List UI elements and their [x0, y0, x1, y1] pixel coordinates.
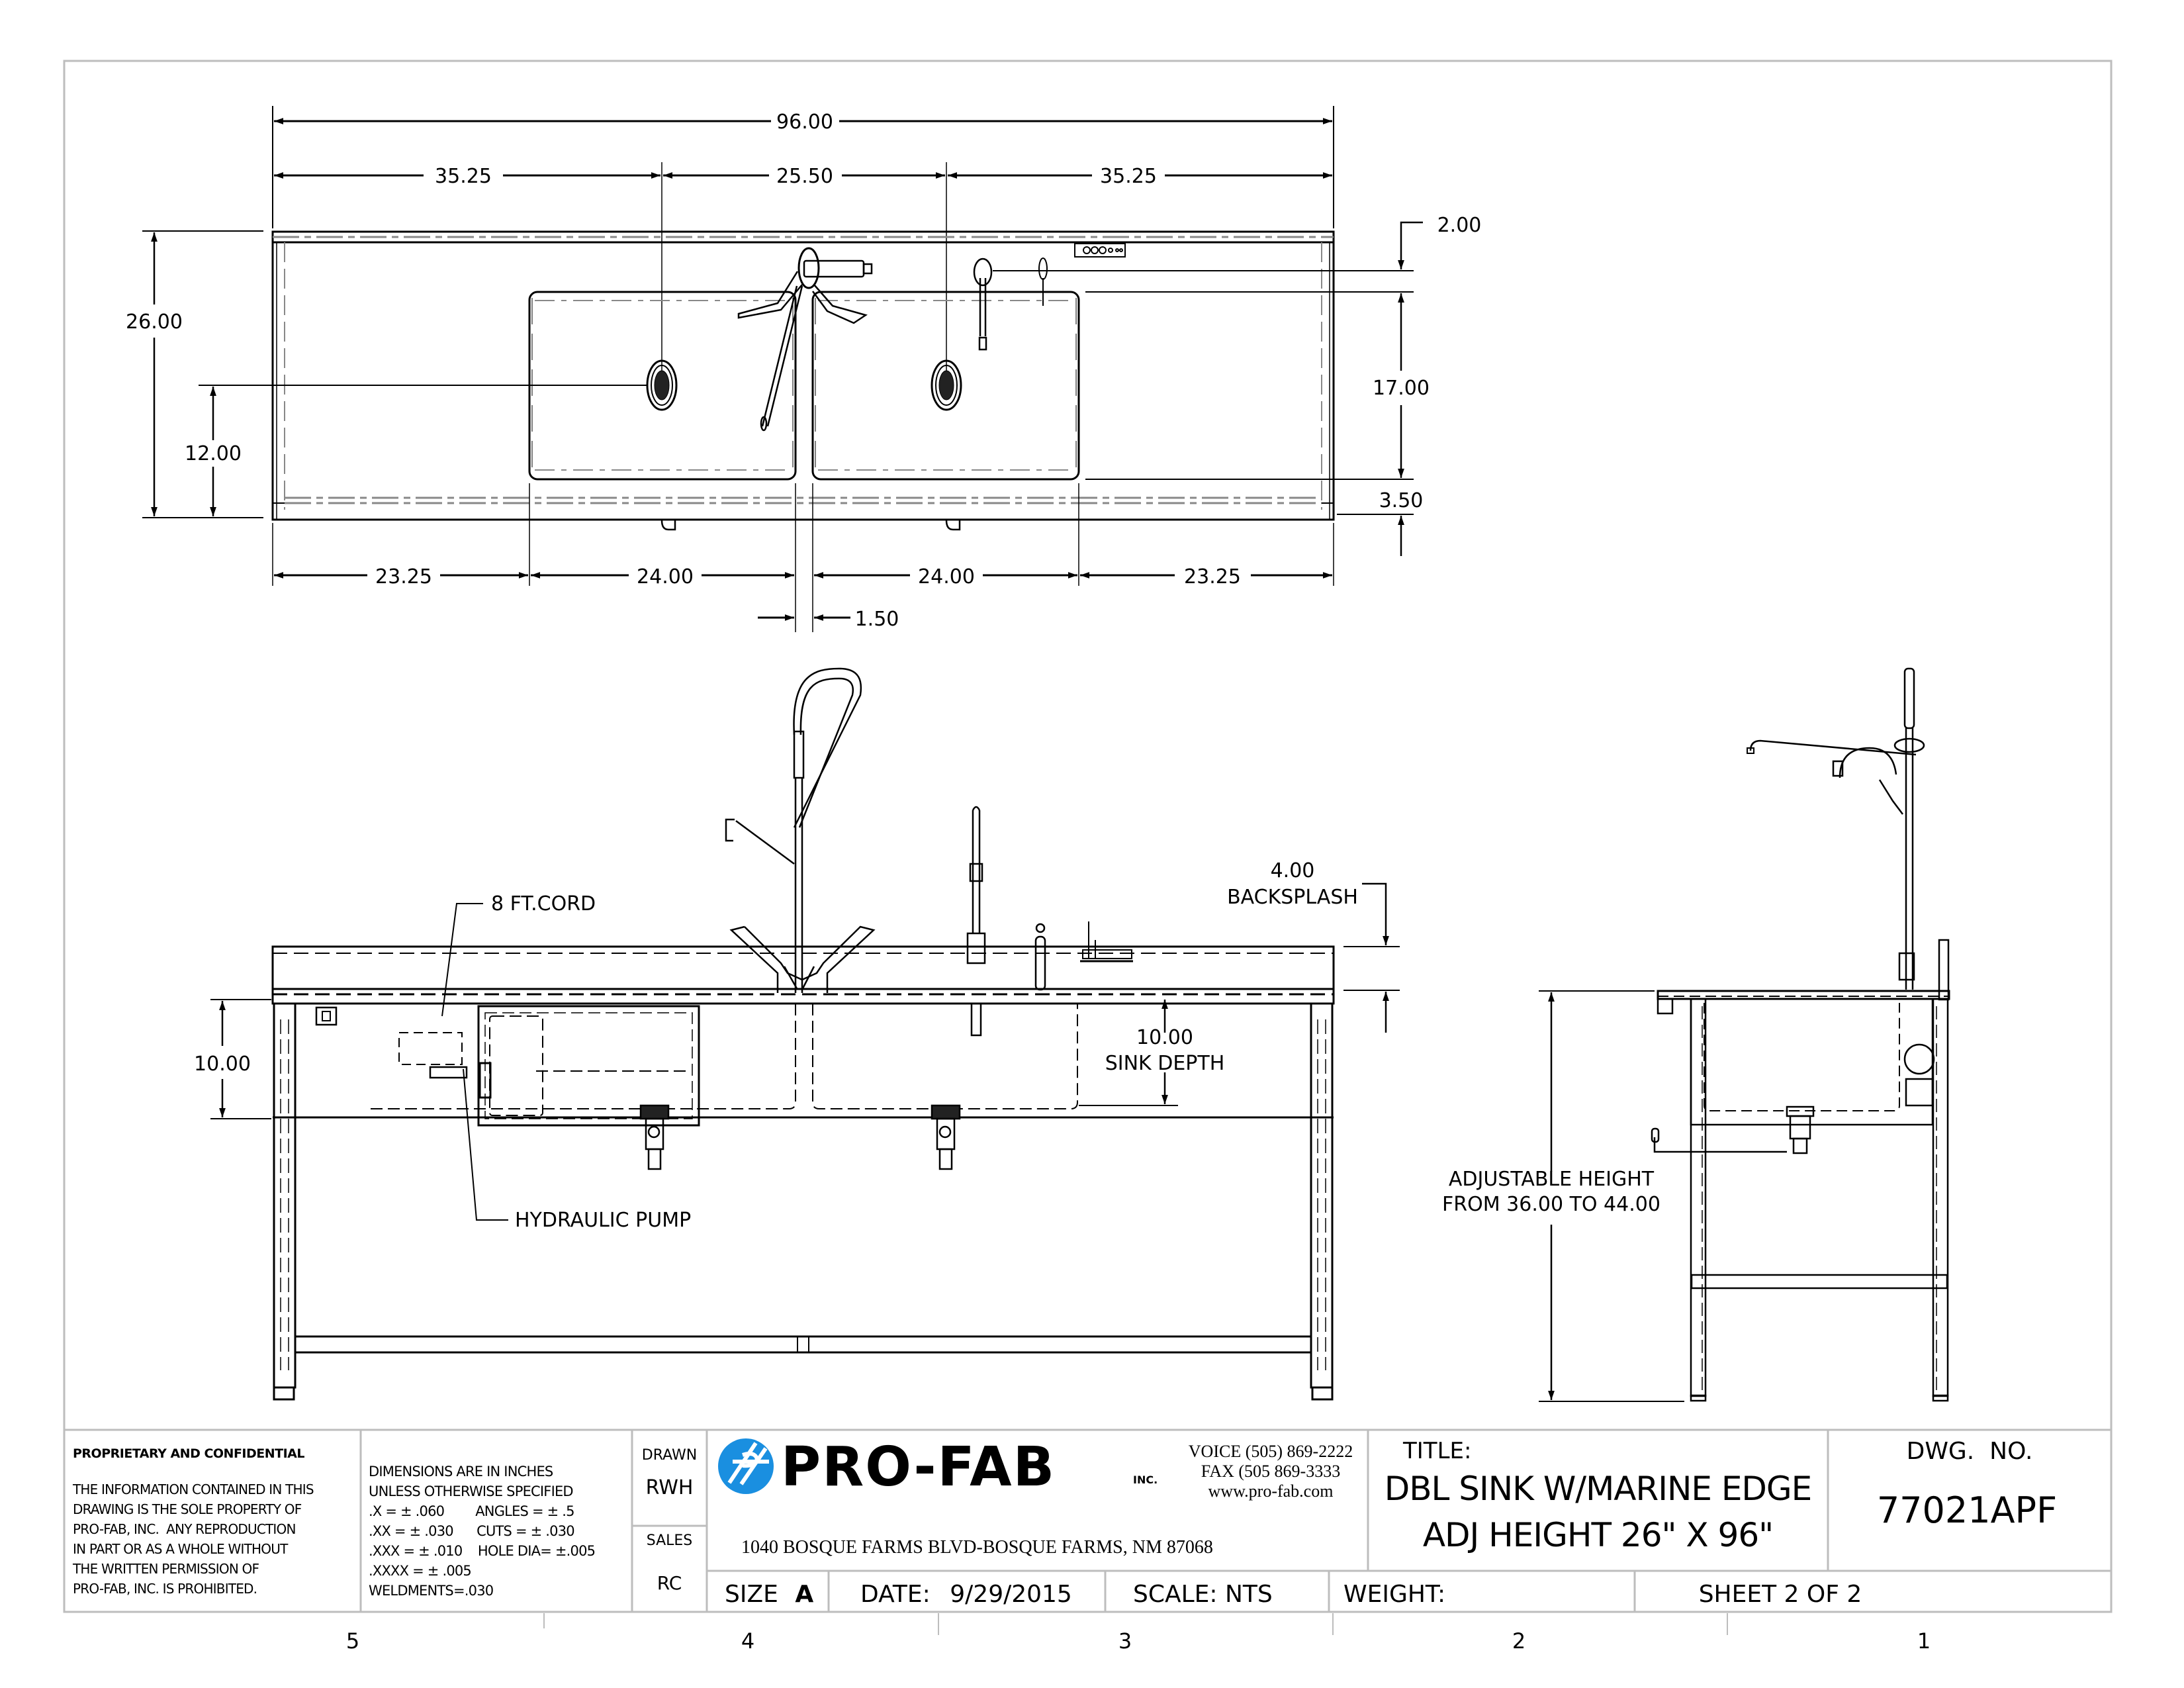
dim-right-sink-width: 24.00 [918, 565, 975, 588]
front-gooseneck-faucet [966, 806, 986, 1037]
plan-drain-right [931, 359, 962, 411]
title-block-grid [64, 1429, 2111, 1613]
dim-backsplash-label: BACKSPLASH [1227, 886, 1358, 909]
plan-pre-rinse-faucet [737, 247, 873, 432]
callout-hydraulic-pump: HYDRAULIC PUMP [515, 1209, 691, 1232]
side-elevation [1539, 667, 1950, 1402]
plan-view [142, 106, 1423, 632]
dim-back-to-sink: 2.00 [1437, 214, 1482, 237]
front-control-rack [1080, 921, 1133, 962]
hydraulic-pump [398, 1005, 700, 1127]
plan-valve [1038, 258, 1048, 306]
dim-backsplash-value: 4.00 [1271, 859, 1315, 882]
zone-ticks [543, 1613, 1728, 1635]
zone-3: 3 [1118, 1628, 1132, 1654]
dim-left-sink-width: 24.00 [637, 565, 694, 588]
front-drain-left [639, 1104, 670, 1170]
zone-5: 5 [346, 1628, 359, 1654]
callout-cord: 8 FT.CORD [491, 892, 596, 915]
front-pre-rinse-faucet [725, 667, 876, 993]
dim-right-drainboard: 23.25 [1184, 565, 1241, 588]
plan-dimension-labels: 96.00 35.25 25.50 35.25 2.00 17.00 3.50 … [126, 111, 1481, 631]
adjustable-height-line2: FROM 36.00 TO 44.00 [1442, 1193, 1661, 1216]
dim-front-to-sink: 3.50 [1379, 489, 1424, 512]
front-elevation [210, 667, 1400, 1401]
dim-drain-spacing: 25.50 [776, 165, 833, 188]
dim-right-offset: 35.25 [1100, 165, 1157, 188]
dim-overall-depth: 26.00 [126, 310, 183, 334]
zone-4: 4 [741, 1628, 754, 1654]
side-elevation-labels: ADJUSTABLE HEIGHT FROM 36.00 TO 44.00 [1442, 1168, 1661, 1216]
plan-gooseneck-faucet [973, 258, 993, 351]
zone-labels: 5 4 3 2 1 [346, 1628, 1931, 1654]
zone-1: 1 [1917, 1628, 1931, 1654]
dim-sink-depth-label: SINK DEPTH [1105, 1052, 1225, 1075]
dim-sink-front-back: 17.00 [1373, 377, 1430, 400]
plan-control-panel [1074, 243, 1126, 258]
dim-sink-depth-value: 10.00 [1136, 1026, 1193, 1049]
dim-left-offset: 35.25 [435, 165, 492, 188]
front-elevation-labels: 8 FT.CORD HYDRAULIC PUMP 10.00 10.00 SIN… [194, 859, 1358, 1232]
front-leg-left [273, 1002, 296, 1401]
dim-overall-length: 96.00 [776, 111, 833, 134]
dim-divider: 1.50 [855, 608, 899, 631]
front-valve [1034, 923, 1046, 991]
dim-left-drainboard: 23.25 [375, 565, 432, 588]
front-drain-right [931, 1104, 961, 1170]
zone-2: 2 [1512, 1628, 1525, 1654]
dim-left-depth: 10.00 [194, 1053, 251, 1076]
dim-drain-from-front: 12.00 [185, 442, 242, 465]
sheet-border [63, 60, 2113, 1613]
front-leg-right [1310, 1002, 1334, 1401]
adjustable-height-line1: ADJUSTABLE HEIGHT [1449, 1168, 1655, 1191]
